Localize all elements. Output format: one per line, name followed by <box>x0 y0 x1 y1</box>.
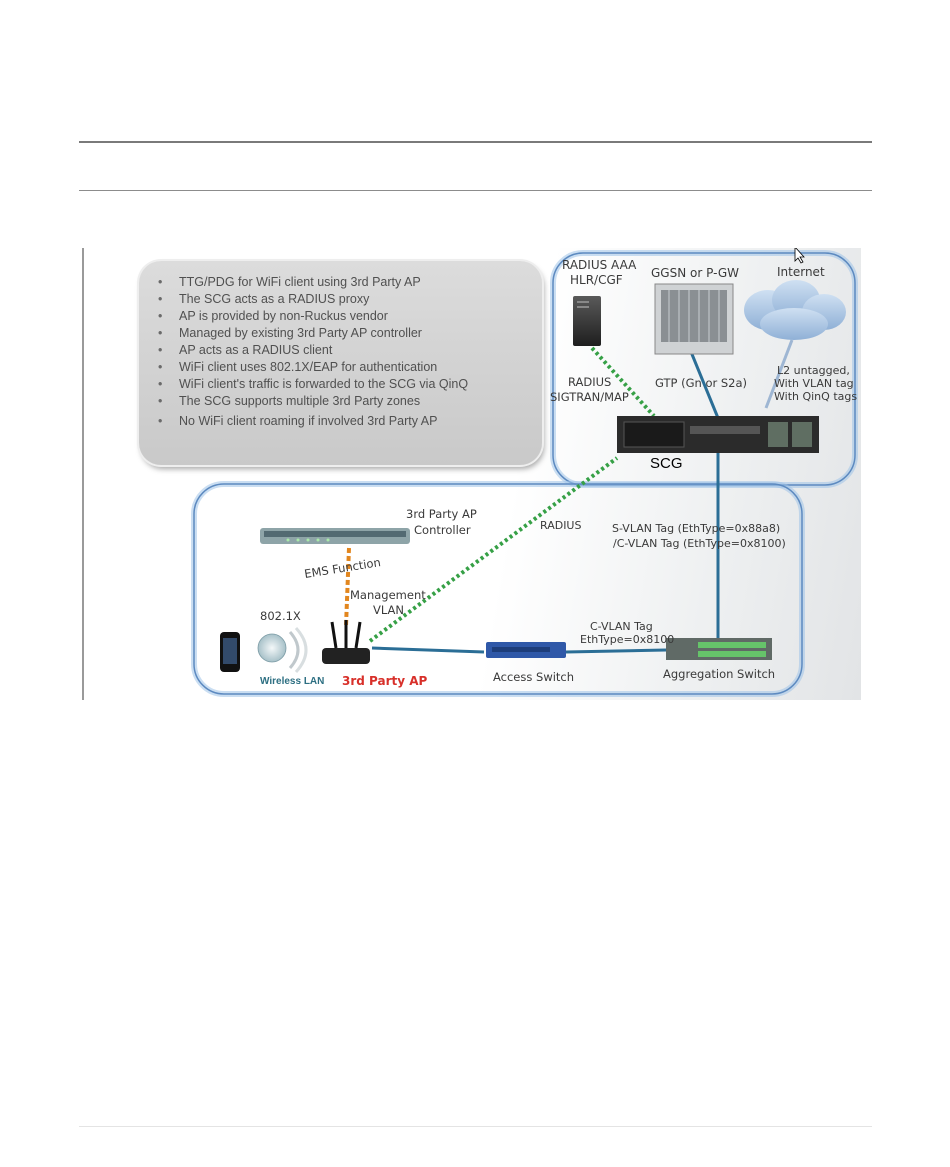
l2-label-line1: L2 untagged, <box>777 364 850 377</box>
management-label-line1: Management <box>350 588 426 602</box>
header-rule <box>79 190 872 191</box>
ap-controller <box>260 528 410 544</box>
gtp-link <box>685 341 720 419</box>
smartphone <box>220 632 240 672</box>
feature-item: The SCG supports multiple 3rd Party zone… <box>155 394 468 411</box>
third-party-ap-device <box>322 620 370 664</box>
radius-sigtran-label-line2: SIGTRAN/MAP <box>550 390 629 404</box>
access-switch-label: Access Switch <box>493 670 575 684</box>
diagram-graphics <box>191 248 858 697</box>
radius-link-label: RADIUS <box>540 519 582 532</box>
feature-item: Managed by existing 3rd Party AP control… <box>155 326 468 343</box>
dot1x-label: 802.1X <box>260 609 301 623</box>
radius-aaa-label: RADIUS AAA <box>562 258 637 272</box>
cvlan-label-line1: C-VLAN Tag <box>590 620 653 633</box>
network-diagram: TTG/PDG for WiFi client using 3rd Party … <box>82 248 861 700</box>
ggsn-label: GGSN or P-GW <box>651 266 740 280</box>
feature-item: No WiFi client roaming if involved 3rd P… <box>155 414 468 431</box>
controller-label-line2: Controller <box>414 523 471 537</box>
ggsn-chassis <box>654 283 734 355</box>
feature-item: AP is provided by non-Ruckus vendor <box>155 309 468 326</box>
top-rule <box>79 141 872 143</box>
feature-item: WiFi client's traffic is forwarded to th… <box>155 377 468 394</box>
management-label-line2: VLAN <box>373 603 405 617</box>
l2-link <box>764 339 794 409</box>
internet-label: Internet <box>777 265 825 279</box>
wireless-lan-label: Wireless LAN <box>260 676 325 687</box>
ap-access-link <box>371 646 485 654</box>
cvlan-scg-label: /C-VLAN Tag (EthType=0x8100) <box>613 537 786 550</box>
feature-item: WiFi client uses 802.1X/EAP for authenti… <box>155 360 468 377</box>
access-switch-device <box>486 642 566 658</box>
radius-aaa-server <box>573 296 601 346</box>
feature-item: AP acts as a RADIUS client <box>155 343 468 360</box>
wireless-lan-device <box>252 624 324 688</box>
ems-link <box>344 547 351 627</box>
footer-rule <box>79 1126 872 1127</box>
hlr-cgf-label: HLR/CGF <box>570 273 623 287</box>
controller-label-line1: 3rd Party AP <box>406 507 477 521</box>
gtp-label: GTP (Gn or S2a) <box>655 376 748 390</box>
feature-list: TTG/PDG for WiFi client using 3rd Party … <box>155 275 468 431</box>
feature-item: TTG/PDG for WiFi client using 3rd Party … <box>155 275 468 292</box>
l2-label-line3: With QinQ tags <box>774 390 858 403</box>
svlan-label: S-VLAN Tag (EthType=0x88a8) <box>612 522 781 535</box>
cursor-icon <box>794 248 805 264</box>
third-party-ap-label: 3rd Party AP <box>342 674 428 688</box>
aggregation-switch-device <box>666 638 772 660</box>
internet-cloud <box>744 280 846 340</box>
feature-item: The SCG acts as a RADIUS proxy <box>155 292 468 309</box>
cvlan-label-line2: EthType=0x8100 <box>580 633 675 646</box>
scg-label: SCG <box>650 455 683 472</box>
access-aggregation-link <box>565 648 667 654</box>
l2-label-line2: With VLAN tag <box>774 377 854 390</box>
radius-sigtran-label-line1: RADIUS <box>568 375 612 389</box>
aggregation-switch-label: Aggregation Switch <box>663 667 776 681</box>
scg-appliance <box>617 416 819 453</box>
feature-callout: TTG/PDG for WiFi client using 3rd Party … <box>139 261 542 465</box>
